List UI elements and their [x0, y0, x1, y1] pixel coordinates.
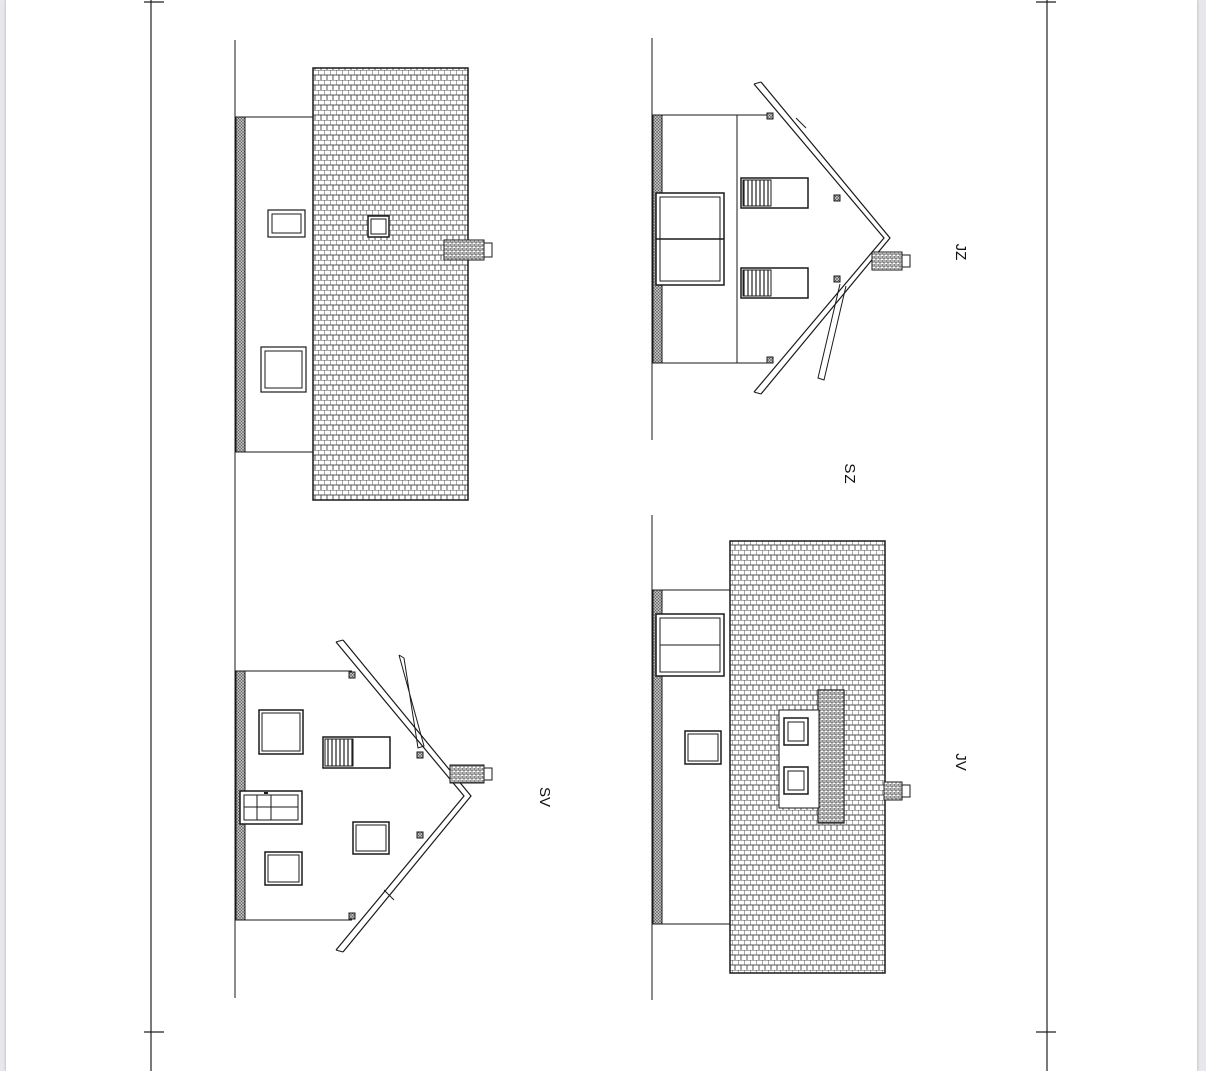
elevation-drawings: SZ — [144, 0, 1056, 1071]
chimney — [883, 781, 903, 801]
roof-surface — [312, 67, 469, 501]
elevation-sv — [234, 520, 493, 998]
sheet-frame — [144, 0, 1056, 1071]
plinth — [235, 116, 246, 453]
drawing-sheet: SZ — [6, 0, 1197, 1071]
window — [684, 730, 722, 765]
window — [264, 851, 303, 886]
elevation-label-jz: JZ — [952, 244, 969, 261]
elevation-jz — [651, 38, 911, 440]
elevation-sz — [234, 40, 493, 528]
chimney — [443, 239, 485, 261]
chimney — [449, 764, 485, 784]
elevation-jv — [651, 515, 911, 1000]
plinth — [652, 589, 663, 925]
elevation-label-sv: SV — [536, 787, 553, 807]
elevation-label-sz: SZ — [841, 463, 858, 484]
window — [352, 821, 390, 855]
chimney — [871, 251, 903, 271]
dormer-roof — [817, 689, 845, 824]
window — [258, 709, 304, 755]
elevation-label-jv: JV — [952, 753, 969, 771]
